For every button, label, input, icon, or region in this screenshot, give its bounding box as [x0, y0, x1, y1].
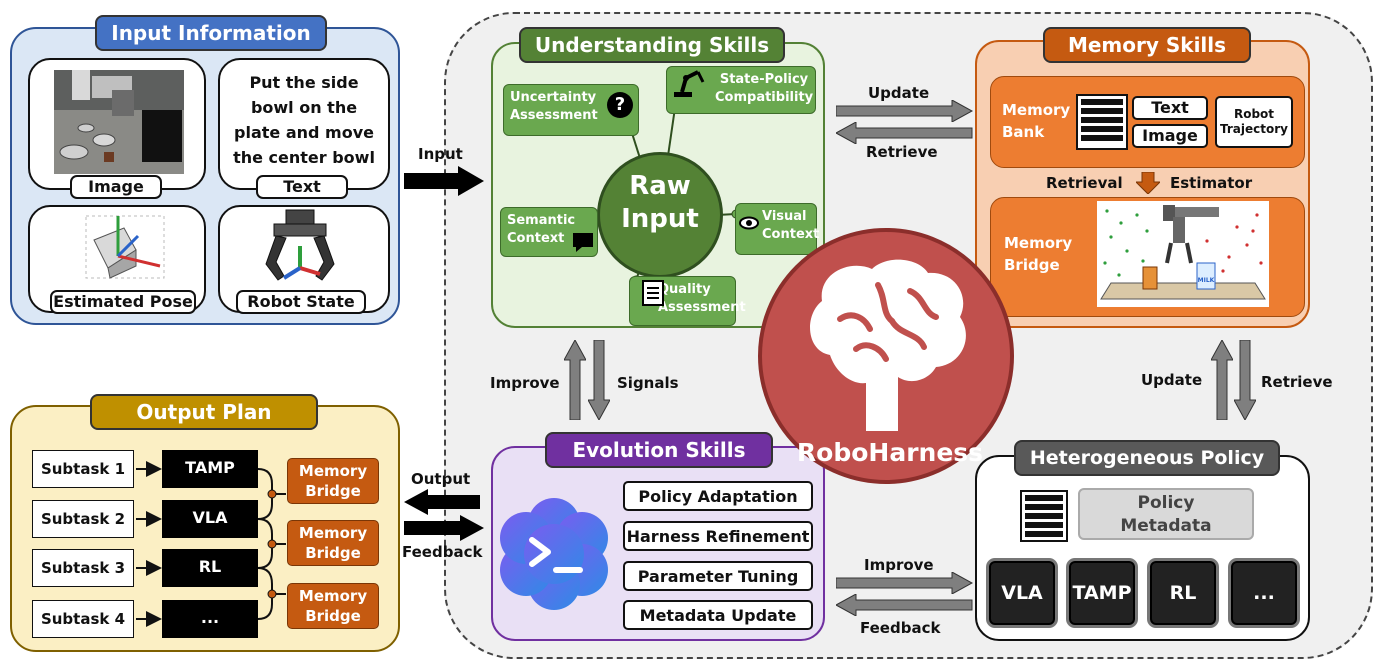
robot-trajectory-chip: Robot Trajectory: [1215, 96, 1293, 148]
robot-state-caption: Robot State: [236, 290, 366, 314]
input-arrow-label: Input: [418, 145, 463, 163]
improve-bottom-label: Improve: [864, 556, 934, 574]
output-memory-bridge-1: Memory Bridge: [287, 458, 379, 504]
update-top-label: Update: [868, 84, 930, 102]
improve-arrow-bottom: [836, 572, 974, 594]
memory-bank-label: Memory Bank: [1002, 101, 1071, 141]
method-vla: VLA: [162, 500, 258, 538]
memory-bank-stack-icon: [1076, 94, 1128, 150]
output-plan-title: Output Plan: [90, 394, 318, 430]
evolution-skills-title: Evolution Skills: [545, 432, 773, 468]
memory-image-chip: Image: [1132, 124, 1208, 148]
update-arrow-top: [836, 100, 974, 122]
parameter-tuning-item: Parameter Tuning: [623, 561, 813, 591]
gripper-icon: [265, 209, 335, 281]
question-icon: ?: [607, 92, 633, 118]
policy-metadata-box: Policy Metadata: [1078, 488, 1254, 540]
output-plan-connectors: [136, 461, 286, 627]
harness-refinement-item: Harness Refinement: [623, 521, 813, 551]
output-label: Output: [411, 470, 471, 488]
feedback-bottom-label: Feedback: [860, 619, 941, 637]
policy-key-vla: VLA: [986, 558, 1058, 628]
method-rl: RL: [162, 549, 258, 587]
feedback-arrow-left: [404, 515, 484, 541]
signals-label: Signals: [617, 374, 679, 392]
input-arrow: [404, 166, 484, 196]
milk-carton-label: MILK: [1197, 277, 1215, 284]
pose-axes-icon: [85, 215, 165, 279]
eye-icon: [739, 216, 759, 230]
retrieve-arrow-right: [1234, 340, 1256, 420]
heterogeneous-policy-title: Heterogeneous Policy: [1014, 440, 1280, 476]
policy-adaptation-item: Policy Adaptation: [623, 481, 813, 511]
retrieval-label: Retrieval: [1046, 174, 1123, 192]
raw-input-label: Raw Input: [621, 171, 699, 234]
feedback-arrow-bottom: [836, 594, 973, 616]
state-policy-compatibility-label: State-Policy Compatibility: [715, 72, 814, 105]
memory-bridge-label: Memory Bridge: [1004, 234, 1073, 274]
semantic-context-box: Semantic Context: [500, 207, 598, 257]
terminal-flower-icon: [500, 498, 608, 610]
uncertainty-assessment-label: Uncertainty Assessment: [510, 90, 598, 123]
subtask-2: Subtask 2: [32, 500, 134, 538]
image-caption: Image: [70, 175, 162, 199]
subtask-3: Subtask 3: [32, 549, 134, 587]
estimated-pose-caption: Estimated Pose: [50, 290, 196, 314]
semantic-context-label: Semantic Context: [507, 213, 576, 246]
roboharness-brand-label: RoboHarness: [796, 438, 984, 467]
improve-left-label: Improve: [490, 374, 560, 392]
text-caption: Text: [256, 175, 348, 199]
update-arrow-right: [1211, 340, 1233, 420]
raw-input-node: [597, 152, 723, 278]
robot-arm-icon: [674, 70, 705, 97]
memory-skills-title: Memory Skills: [1043, 27, 1251, 63]
subtask-4: Subtask 4: [32, 600, 134, 638]
metadata-update-item: Metadata Update: [623, 600, 813, 630]
checklist-icon: [642, 280, 664, 306]
retrieve-right-label: Retrieve: [1261, 373, 1333, 391]
method-tamp: TAMP: [162, 450, 258, 488]
state-policy-compatibility-box: State-Policy Compatibility: [666, 66, 816, 114]
policy-stack-icon: [1020, 490, 1068, 542]
output-arrow: [404, 489, 480, 515]
signals-arrow: [588, 340, 610, 420]
feedback-left-label: Feedback: [402, 543, 483, 561]
method-ellipsis: ...: [162, 600, 258, 638]
update-right-label: Update: [1141, 371, 1203, 389]
retrieval-down-arrow: [1136, 172, 1160, 194]
estimator-label: Estimator: [1170, 174, 1253, 192]
visual-context-label: Visual Context: [762, 209, 820, 242]
memory-bridge-scene: [1097, 201, 1269, 307]
policy-key-tamp: TAMP: [1066, 558, 1138, 628]
retrieve-top-label: Retrieve: [866, 143, 938, 161]
memory-text-chip: Text: [1132, 96, 1208, 120]
output-memory-bridge-2: Memory Bridge: [287, 520, 379, 566]
output-memory-bridge-3: Memory Bridge: [287, 583, 379, 629]
improve-arrow-left: [564, 340, 586, 420]
robot-scene-photo: [54, 70, 184, 174]
subtask-1: Subtask 1: [32, 450, 134, 488]
visual-context-box: Visual Context: [735, 203, 820, 255]
policy-key-rl: RL: [1147, 558, 1219, 628]
policy-key-ellipsis: ...: [1228, 558, 1300, 628]
retrieve-arrow-top: [836, 122, 973, 144]
quality-assessment-label: Quality Assessment: [658, 282, 746, 315]
brain-icon: [810, 259, 966, 431]
speech-bubble-icon: [573, 233, 593, 252]
understanding-skills-title: Understanding Skills: [519, 27, 785, 63]
input-information-title: Input Information: [95, 15, 327, 51]
